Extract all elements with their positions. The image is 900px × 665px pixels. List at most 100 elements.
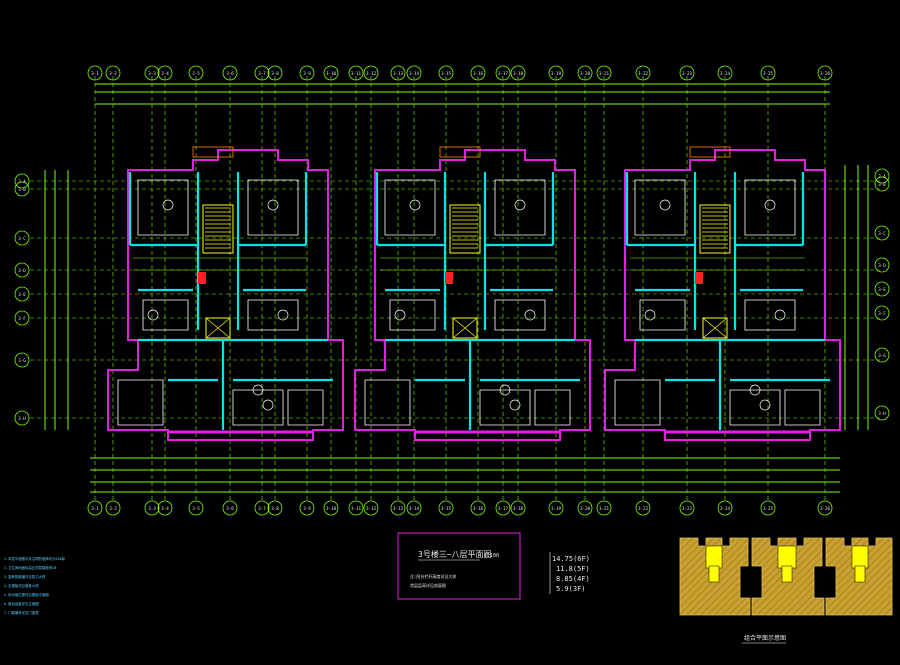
side-dimension-lines xyxy=(44,165,869,430)
bottom-axis-bubble: 3-10 xyxy=(323,500,339,516)
svg-text:3-12: 3-12 xyxy=(366,71,377,76)
right-axis-bubble: 3-F xyxy=(874,305,890,321)
svg-text:3-E: 3-E xyxy=(878,287,886,292)
svg-text:3-23: 3-23 xyxy=(682,506,693,511)
bottom-axis-bubble: 3-14 xyxy=(406,500,422,516)
svg-text:3-19: 3-19 xyxy=(551,506,562,511)
svg-text:3-2: 3-2 xyxy=(109,506,117,511)
top-axis-bubble: 3-6 xyxy=(222,65,238,81)
left-axis-bubble: 3-H xyxy=(14,410,30,426)
stair-core xyxy=(699,204,731,254)
svg-text:3-26: 3-26 xyxy=(820,71,831,76)
svg-text:3-6: 3-6 xyxy=(226,71,234,76)
top-axis-bubble: 3-23 xyxy=(679,65,695,81)
right-axis-bubble: 3-E xyxy=(874,281,890,297)
bottom-axis-bubble: 3-18 xyxy=(510,500,526,516)
svg-text:3-15: 3-15 xyxy=(441,71,452,76)
drawing-scale: 1:100 xyxy=(484,553,499,559)
svg-text:3-D: 3-D xyxy=(18,268,26,273)
svg-text:3-22: 3-22 xyxy=(638,506,649,511)
svg-text:3-H: 3-H xyxy=(18,416,26,421)
left-axis-bubble: 3-E xyxy=(14,286,30,302)
bottom-axis-bubble: 3-16 xyxy=(470,500,486,516)
bottom-axis-bubble: 3-12 xyxy=(363,500,379,516)
svg-text:3-18: 3-18 xyxy=(513,71,524,76)
general-notes: 1.本层平面图中未注明的墙体均为200厚2.卫生间地面标高比同层楼面低203.厨… xyxy=(4,556,66,615)
svg-text:3-10: 3-10 xyxy=(326,71,337,76)
general-note: 5.雨水管位置详见屋面平面图 xyxy=(4,592,49,597)
top-axis-bubble: 3-19 xyxy=(548,65,564,81)
key-plan: 组合平面示意图 xyxy=(679,537,893,644)
svg-text:3-24: 3-24 xyxy=(720,506,731,511)
bottom-axis-bubble: 3-6 xyxy=(222,500,238,516)
left-axis-bubble: 3-D xyxy=(14,262,30,278)
svg-text:3-B: 3-B xyxy=(878,182,886,187)
top-axis-bubble: 3-17 xyxy=(495,65,511,81)
svg-text:3-D: 3-D xyxy=(878,263,886,268)
general-note: 3.厨房排烟道详见厨卫大样 xyxy=(4,574,46,579)
bottom-axis-bubble: 3-19 xyxy=(548,500,564,516)
bottom-axis-bubble: 3-3 xyxy=(144,500,160,516)
elevation-2: 11.8(5F) xyxy=(556,565,590,573)
bottom-axis-bubble: 3-23 xyxy=(679,500,695,516)
bottom-axis-bubble: 3-13 xyxy=(390,500,406,516)
svg-text:3-G: 3-G xyxy=(878,353,886,358)
svg-text:3-17: 3-17 xyxy=(498,506,509,511)
top-axis-bubble: 3-13 xyxy=(390,65,406,81)
right-axis-bubble: 3-A xyxy=(874,168,890,184)
bottom-axis-bubble: 3-1 xyxy=(87,500,103,516)
svg-text:3-F: 3-F xyxy=(878,311,886,316)
svg-text:3-6: 3-6 xyxy=(226,506,234,511)
svg-text:3-14: 3-14 xyxy=(409,71,420,76)
top-axis-bubble: 3-20 xyxy=(577,65,593,81)
svg-text:3-C: 3-C xyxy=(878,231,886,236)
top-axis-bubble: 3-3 xyxy=(144,65,160,81)
dwelling-unit xyxy=(354,146,591,441)
svg-text:3-C: 3-C xyxy=(18,236,26,241)
right-axis-bubbles: 3-A 3-B 3-C 3-D 3-E 3-F 3-G 3-H xyxy=(874,168,890,421)
svg-text:3-3: 3-3 xyxy=(148,71,156,76)
bottom-dimension-lines xyxy=(90,457,840,493)
right-axis-bubble: 3-C xyxy=(874,225,890,241)
svg-text:3-4: 3-4 xyxy=(161,71,169,76)
svg-text:3-16: 3-16 xyxy=(473,71,484,76)
dwelling-unit xyxy=(107,146,344,441)
top-axis-bubble: 3-9 xyxy=(299,65,315,81)
right-axis-bubble: 3-G xyxy=(874,347,890,363)
key-plan-label: 组合平面示意图 xyxy=(744,634,786,642)
top-axis-bubble: 3-14 xyxy=(406,65,422,81)
bottom-axis-bubble: 3-11 xyxy=(348,500,364,516)
left-axis-bubbles: 3-A3-B3-C3-D3-E3-F3-G3-H xyxy=(14,173,30,426)
general-note: 6.窗台高度详见立面图 xyxy=(4,601,39,606)
svg-text:3-21: 3-21 xyxy=(599,506,610,511)
dwelling-units xyxy=(107,146,841,441)
bottom-axis-bubble: 3-2 xyxy=(105,500,121,516)
svg-text:3-7: 3-7 xyxy=(258,71,266,76)
elevation-3: 8.85(4F) xyxy=(556,575,590,583)
svg-text:3-26: 3-26 xyxy=(820,506,831,511)
top-axis-bubble: 3-11 xyxy=(348,65,364,81)
vertical-grid-axes xyxy=(94,76,826,500)
svg-text:3-12: 3-12 xyxy=(366,506,377,511)
drawing-title-block: 3号楼三~八层平面图 1:100 注:阳台栏杆高度详见大样 首层层高详见剖面图 xyxy=(397,532,521,600)
left-axis-bubble: 3-G xyxy=(14,352,30,368)
bottom-axis-bubble: 3-4 xyxy=(157,500,173,516)
svg-text:3-19: 3-19 xyxy=(551,71,562,76)
svg-text:3-A: 3-A xyxy=(878,174,886,179)
svg-text:3-11: 3-11 xyxy=(351,506,362,511)
top-axis-bubble: 3-4 xyxy=(157,65,173,81)
svg-text:3-25: 3-25 xyxy=(763,71,774,76)
top-dimension-lines xyxy=(95,83,830,105)
bottom-axis-bubble: 3-26 xyxy=(817,500,833,516)
floor-elevations: 14.75(6F) 11.8(5F) 8.85(4F) 5.9(3F) xyxy=(549,552,590,594)
svg-text:3-1: 3-1 xyxy=(91,506,99,511)
top-axis-bubble: 3-22 xyxy=(635,65,651,81)
bottom-axis-bubble: 3-24 xyxy=(717,500,733,516)
drawing-title: 3号楼三~八层平面图 xyxy=(418,549,492,559)
right-axis-bubble: 3-D xyxy=(874,257,890,273)
right-axis-bubble: 3-H xyxy=(874,405,890,421)
svg-text:3-25: 3-25 xyxy=(763,506,774,511)
horizontal-grid-axes xyxy=(30,180,880,419)
